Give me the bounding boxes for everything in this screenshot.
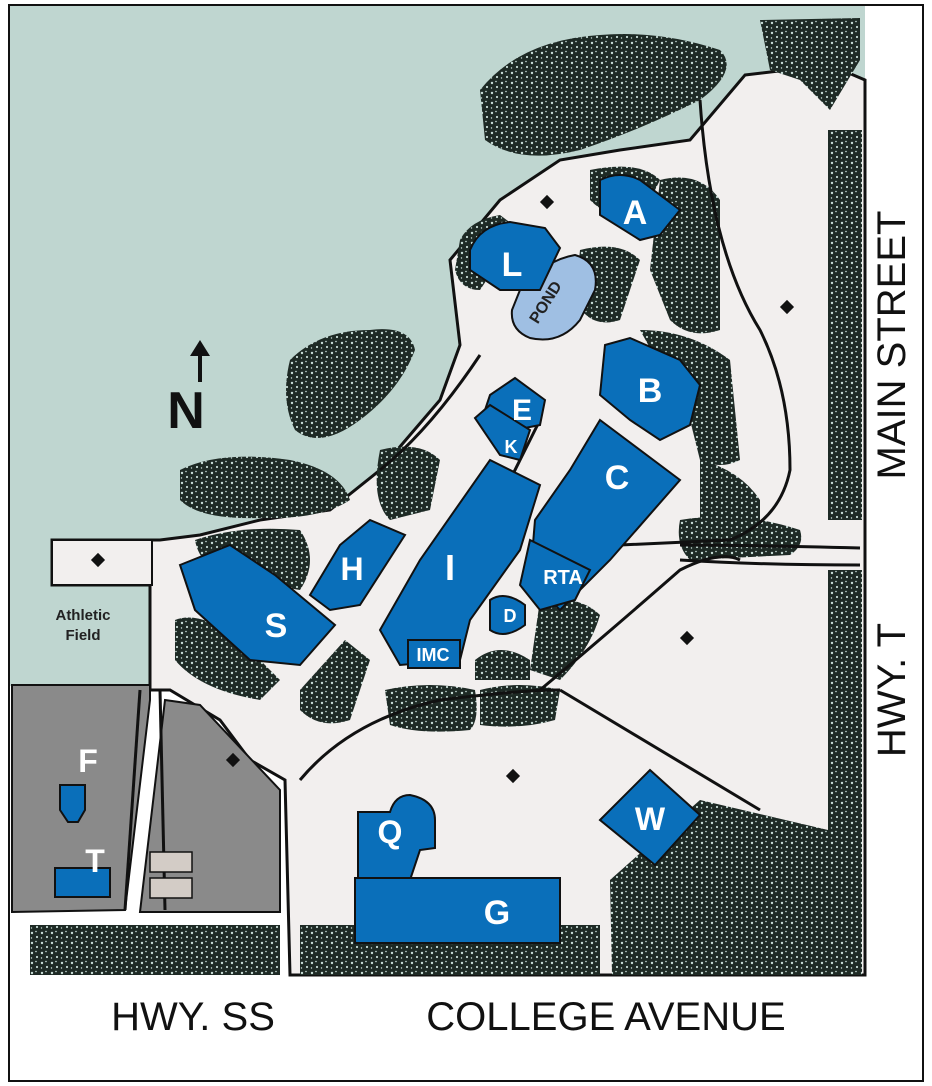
road-lines	[123, 99, 861, 911]
building-g	[354, 877, 561, 944]
hwy-t-label: HWY. T	[870, 623, 914, 757]
label-d: D	[504, 606, 517, 626]
label-f: F	[78, 743, 98, 779]
label-w: W	[635, 801, 666, 837]
building-k	[473, 403, 532, 462]
building-rta	[518, 538, 592, 612]
building-h	[308, 518, 407, 612]
buildings	[54, 174, 702, 944]
label-rta: RTA	[543, 567, 583, 589]
label-b: B	[638, 372, 663, 410]
north-letter: N	[167, 382, 205, 440]
building-s	[178, 543, 337, 667]
building-imc	[407, 639, 461, 669]
athletic-field-label-line1: Athletic	[55, 607, 110, 624]
parking-markers	[225, 194, 795, 784]
garage-box-2	[149, 877, 193, 899]
building-q	[357, 793, 436, 881]
label-g: G	[484, 894, 510, 932]
main-street-label: MAIN STREET	[870, 211, 914, 480]
building-a	[599, 174, 682, 242]
label-k: K	[505, 437, 518, 457]
label-s: S	[265, 607, 288, 645]
label-q: Q	[378, 814, 403, 850]
building-w	[598, 768, 702, 867]
label-t: T	[85, 843, 105, 879]
north-arrow-icon: N	[167, 340, 210, 440]
building-labels: A L B E K C H I RTA S D IMC Q G W F T	[78, 194, 666, 932]
athletic-lot-marker	[90, 552, 106, 568]
label-h: H	[340, 551, 363, 587]
label-i: I	[445, 547, 455, 588]
label-l: L	[502, 246, 523, 284]
garage-box-1	[149, 851, 193, 873]
building-f	[59, 784, 86, 823]
label-c: C	[605, 459, 630, 497]
building-t	[54, 867, 111, 898]
building-l	[469, 220, 562, 291]
hwy-ss-label: HWY. SS	[111, 995, 275, 1039]
label-a: A	[623, 194, 648, 232]
college-avenue-label: COLLEGE AVENUE	[426, 995, 785, 1039]
building-b	[598, 336, 702, 442]
pond	[510, 253, 597, 341]
athletic-field-label-line2: Field	[65, 627, 100, 644]
label-imc: IMC	[417, 645, 450, 665]
building-d	[489, 595, 526, 635]
label-e: E	[512, 394, 532, 427]
